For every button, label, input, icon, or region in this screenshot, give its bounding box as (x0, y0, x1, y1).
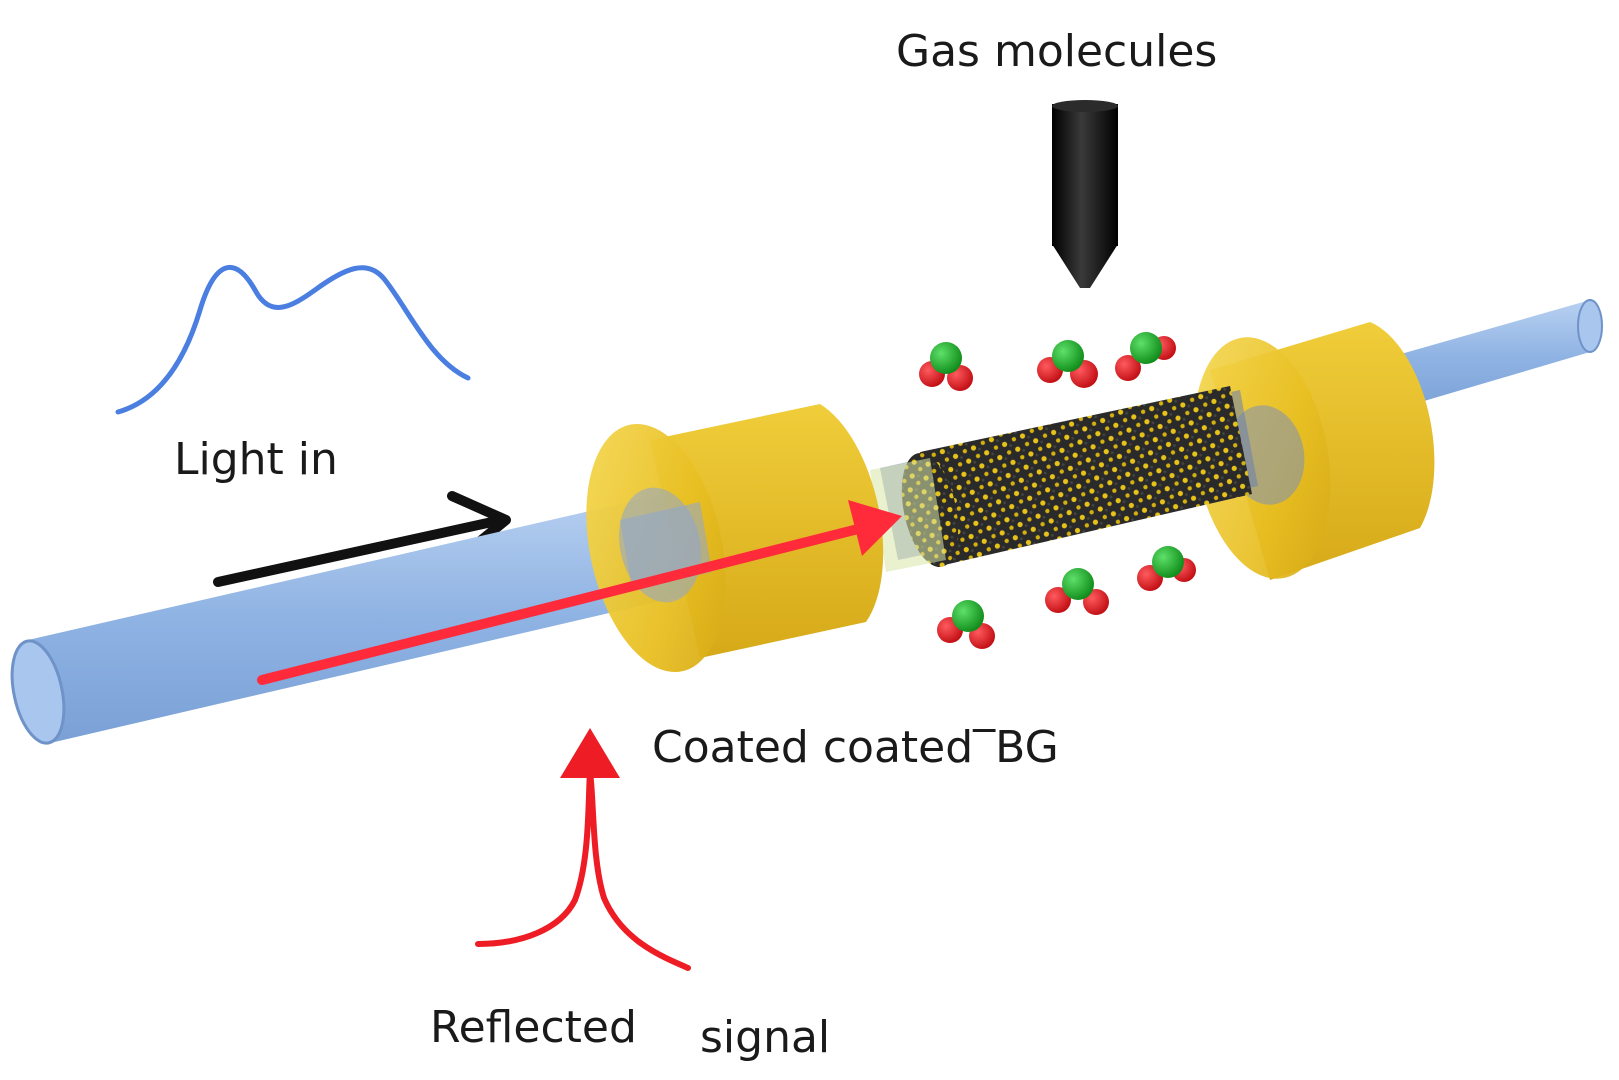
light-in-label: Light in (174, 434, 338, 485)
gas-molecule-icon (1137, 546, 1196, 591)
reflected-signal-peak (475, 728, 691, 971)
gas-nozzle-icon (1052, 100, 1118, 288)
coated-fbg-label: Coated coated‾BG (652, 722, 1059, 773)
gas-molecule-icon (1045, 568, 1109, 615)
gas-molecule-icon (1037, 340, 1098, 388)
fiber-left (10, 488, 708, 745)
input-spectrum-curve (115, 265, 471, 415)
light-beam-arrow-icon (257, 500, 902, 685)
reflected-label: Reflected (430, 1002, 637, 1053)
gas-molecule-icon (919, 342, 973, 391)
gas-molecule-icon (1115, 332, 1176, 381)
left-gold-clamp (586, 404, 884, 673)
gas-molecules-label: Gas molecules (896, 26, 1218, 77)
reflected-arrow-icon (560, 728, 620, 778)
signal-label: signal (700, 1012, 831, 1063)
gas-molecule-icon (937, 600, 995, 649)
coated-fbg-grating (870, 386, 1258, 572)
fiber-right (1380, 299, 1603, 414)
